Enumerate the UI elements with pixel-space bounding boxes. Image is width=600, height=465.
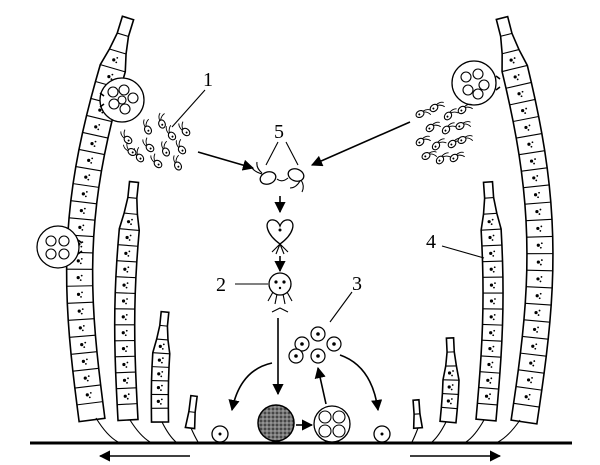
- rhizoid: [411, 427, 419, 443]
- zoosporangium-left-upper: [99, 77, 145, 123]
- label-5: 5: [274, 121, 284, 143]
- gamete-pair-icon: [251, 161, 305, 193]
- filament-right-short: [439, 336, 460, 424]
- arrow-curve-left-icon: [228, 362, 273, 412]
- zoospore-icon: [143, 118, 153, 135]
- zoospore-icon: [457, 135, 474, 145]
- leader-5a: [265, 141, 279, 166]
- leader-5b: [285, 141, 299, 166]
- zoospore-icon: [429, 101, 446, 113]
- zoospore-icon: [457, 103, 474, 115]
- resting-zygote-icon: [257, 404, 295, 442]
- meiospore-icon: [310, 348, 326, 364]
- zoospore-icon: [158, 112, 166, 129]
- germinating-zygote-icon: [313, 405, 351, 443]
- zoospore-icon: [435, 152, 451, 165]
- zoospore-icon: [175, 138, 187, 155]
- zoospore-icon: [150, 153, 163, 169]
- zoospore-icon: [441, 122, 457, 135]
- zoospore-icon: [133, 146, 145, 163]
- zoospore-icon: [415, 135, 432, 147]
- rhizoid: [129, 419, 151, 443]
- rhizoid: [431, 421, 447, 443]
- meiospore-icon: [294, 336, 310, 352]
- zoospore-icon: [142, 137, 155, 153]
- arrow-curve-right-icon: [339, 354, 383, 412]
- rhizoid: [161, 421, 177, 443]
- meiospore-cluster: [288, 326, 342, 364]
- germling-right: [373, 425, 391, 443]
- filament-left-medium: [113, 180, 141, 422]
- rhizoid: [497, 419, 521, 443]
- rhizoid: [465, 419, 485, 443]
- filament-group: [65, 15, 554, 443]
- meiospore-icon: [326, 336, 342, 352]
- filament-right-long: [495, 15, 554, 425]
- zoospore-cluster-left: [120, 112, 191, 171]
- meiospore-icon: [288, 348, 304, 364]
- leader-4: [441, 245, 485, 259]
- zoospore-cluster-right: [415, 101, 474, 165]
- zoospore-icon: [173, 154, 183, 171]
- filament-left-long: [65, 15, 135, 423]
- meiospore-icon: [310, 326, 326, 342]
- zoospore-icon: [455, 121, 472, 131]
- zoospore-icon: [165, 124, 177, 141]
- zoospore-icon: [120, 129, 133, 145]
- label-4: 4: [426, 231, 436, 253]
- zoospore-icon: [431, 138, 447, 151]
- germling-left: [211, 425, 229, 443]
- zoospore-icon: [443, 108, 459, 121]
- zoospore-icon: [161, 140, 171, 157]
- leader-1: [171, 89, 206, 128]
- filament-right-tiny: [412, 398, 424, 430]
- arrow-left-to-gametes-icon: [197, 151, 255, 171]
- zoospore-icon: [421, 151, 438, 161]
- label-3: 3: [352, 273, 362, 295]
- fusing-gametes-icon: [266, 219, 294, 255]
- arrow-right-to-gametes-icon: [310, 121, 411, 167]
- label-1: 1: [203, 69, 213, 91]
- zoospore-icon: [123, 142, 137, 157]
- arrow-up-to-spores-icon: [314, 366, 327, 405]
- filament-right-medium: [475, 180, 504, 422]
- zoospore-icon: [425, 121, 442, 133]
- planozygote-icon: [267, 272, 293, 313]
- rhizoid: [95, 417, 119, 443]
- zoospore-icon: [178, 121, 191, 137]
- leader-3: [329, 291, 353, 323]
- zoosporangium-left-lower: [36, 225, 83, 269]
- zoospore-icon: [449, 151, 466, 163]
- label-2: 2: [216, 274, 226, 296]
- filament-left-short: [150, 310, 171, 423]
- filament-left-tiny: [184, 394, 199, 430]
- rhizoid: [190, 427, 199, 443]
- zoosporangium-right-upper: [451, 60, 501, 106]
